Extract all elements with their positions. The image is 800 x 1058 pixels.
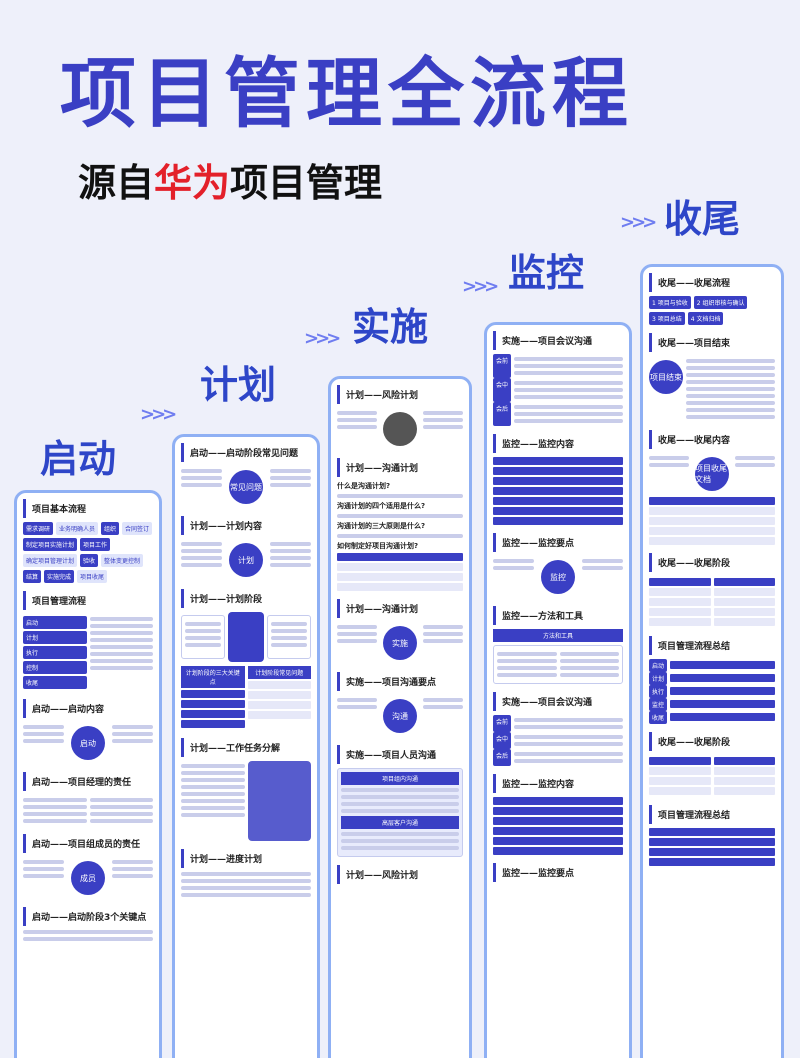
- chevron-icon: >>>: [620, 212, 657, 233]
- stage-label-close: 收尾: [664, 197, 741, 241]
- page-title: 项目管理全流程: [60, 49, 634, 138]
- column-monitor: 实施——项目会议沟通 会前 会中 会后 监控——监控内容 监控——监控要点 监控…: [484, 322, 632, 1058]
- lightbulb-icon: [383, 412, 417, 446]
- section-close-flow: 收尾——收尾流程 1 项目与验收 2 组织审核与确认 3 项目总结 4 文档归档: [649, 273, 775, 325]
- page-subtitle: 源自华为项目管理: [78, 152, 382, 207]
- plan-circle: 计划: [228, 543, 263, 577]
- start-circle: 启动: [70, 726, 105, 760]
- section-pm-summary: 项目管理流程总结 启动 计划 执行 监控 收尾: [649, 636, 775, 724]
- chevron-icon: >>>: [140, 404, 177, 425]
- monitor-circle: 监控: [540, 560, 575, 594]
- section-comm-plan: 计划——沟通计划 什么是沟通计划? 沟通计划的四个适用是什么? 沟通计划的三大原…: [337, 458, 463, 591]
- issues-circle: 常见问题: [228, 470, 263, 504]
- section-management-flow: 项目管理流程 启动 计划 执行 控制 收尾: [23, 591, 153, 691]
- comm-hub: 沟通: [383, 699, 417, 733]
- section-comm-plan-2: 计划——沟通计划 实施: [337, 599, 463, 664]
- section-start-issues: 启动——启动阶段常见问题 常见问题: [181, 443, 311, 508]
- section-pm-summary-2: 项目管理流程总结: [649, 805, 775, 866]
- section-member-duties: 启动——项目组成员的责任 成员: [23, 834, 153, 899]
- section-monitor-points-2: 监控——监控要点: [493, 863, 623, 882]
- section-methods-tools: 监控——方法和工具 方法和工具: [493, 606, 623, 684]
- section-meeting-comm: 实施——项目会议沟通 会前 会中 会后: [493, 331, 623, 426]
- column-close: 收尾——收尾流程 1 项目与验收 2 组织审核与确认 3 项目总结 4 文档归档…: [640, 264, 784, 1058]
- subtitle-highlight: 华为: [154, 161, 231, 205]
- section-risk-plan: 计划——风险计划: [337, 385, 463, 450]
- chevron-icon: >>>: [462, 276, 499, 297]
- column-execute: 计划——风险计划 计划——沟通计划 什么是沟通计划? 沟通计划的四个适用是什么?…: [328, 376, 472, 1058]
- section-monitor-points: 监控——监控要点 监控: [493, 533, 623, 598]
- stage-label-execute: 实施: [352, 305, 429, 349]
- column-start: 项目基本流程 需求调研 业务明确人员 组织 合同签订 制定项目实施计划 项目工作…: [14, 490, 162, 1058]
- section-close-phase-2: 收尾——收尾阶段: [649, 732, 775, 797]
- subtitle-suffix: 项目管理: [230, 161, 383, 205]
- section-pm-duties: 启动——项目经理的责任: [23, 772, 153, 826]
- subtitle-prefix: 源自: [78, 161, 155, 205]
- section-monitor-content: 监控——监控内容: [493, 434, 623, 525]
- section-close-phase: 收尾——收尾阶段: [649, 553, 775, 628]
- section-close-content: 收尾——收尾内容 项目收尾文档: [649, 430, 775, 545]
- section-monitor-content-2: 监控——监控内容: [493, 774, 623, 855]
- section-plan-content: 计划——计划内容 计划: [181, 516, 311, 581]
- section-wbs: 计划——工作任务分解: [181, 738, 311, 841]
- close-doc-circle: 项目收尾文档: [695, 457, 729, 491]
- section-comm-points: 实施——项目沟通要点 沟通: [337, 672, 463, 737]
- section-risk-plan-2: 计划——风险计划: [337, 865, 463, 884]
- stage-label-plan: 计划: [200, 363, 277, 407]
- column-plan: 启动——启动阶段常见问题 常见问题 计划——计划内容 计划 计划——计划阶段 计…: [172, 434, 320, 1058]
- project-end-circle: 项目结束: [649, 360, 683, 394]
- chevron-icon: >>>: [304, 328, 341, 349]
- section-key-points: 启动——启动阶段3个关键点: [23, 907, 153, 941]
- section-plan-phase: 计划——计划阶段 计划阶段的三大关键点 计划阶段常见问题: [181, 589, 311, 730]
- section-people-comm: 实施——项目人员沟通 项目组内沟通 高层客户沟通: [337, 745, 463, 857]
- phone-illustration: [228, 612, 264, 662]
- section-basic-flow: 项目基本流程 需求调研 业务明确人员 组织 合同签订 制定项目实施计划 项目工作…: [23, 499, 153, 583]
- wbs-illustration: [247, 761, 311, 841]
- member-circle: 成员: [70, 861, 105, 895]
- stage-label-monitor: 监控: [508, 251, 585, 295]
- section-project-end: 收尾——项目结束 项目结束: [649, 333, 775, 422]
- stage-label-start: 启动: [40, 437, 117, 481]
- section-meeting-comm-2: 实施——项目会议沟通 会前 会中 会后: [493, 692, 623, 766]
- flow-chips: 需求调研 业务明确人员 组织 合同签订 制定项目实施计划 项目工作 确定项目管理…: [23, 522, 153, 583]
- section-start-content: 启动——启动内容 启动: [23, 699, 153, 764]
- execute-hub: 实施: [383, 626, 417, 660]
- section-schedule: 计划——进度计划: [181, 849, 311, 897]
